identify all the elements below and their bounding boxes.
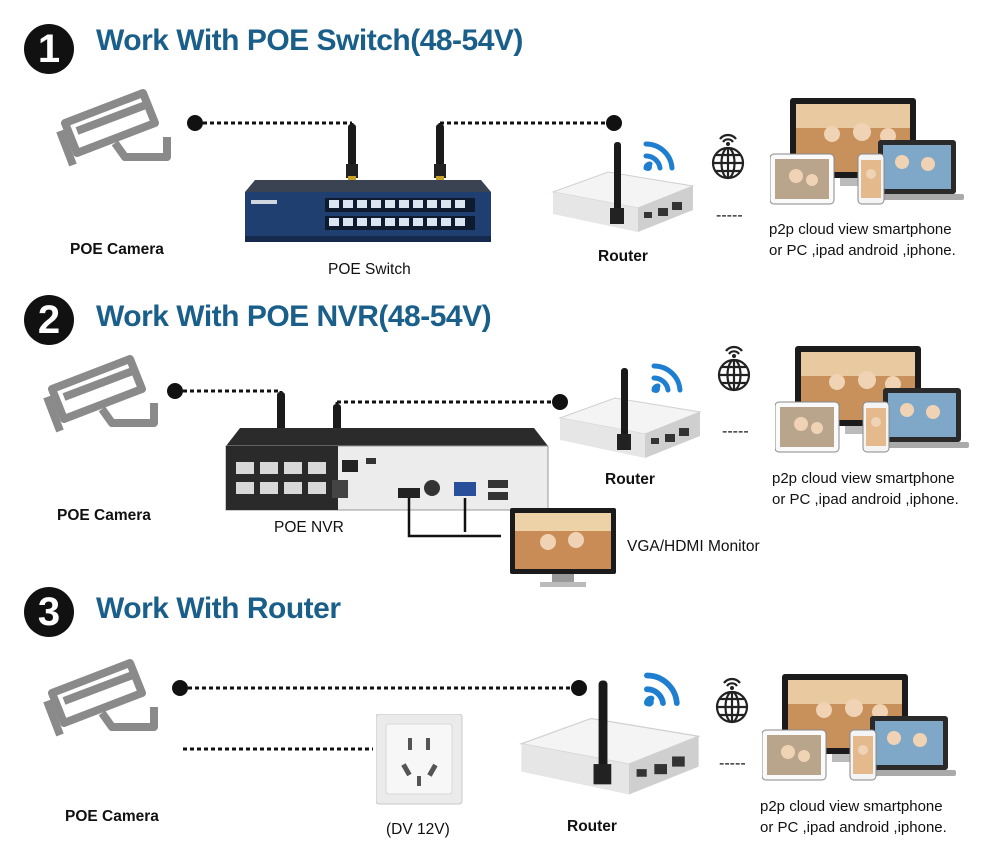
step-number-badge: 3	[24, 587, 74, 637]
caption-line-1: p2p cloud view smartphone	[769, 221, 952, 238]
poe-nvr-label: POE NVR	[274, 519, 344, 536]
poe-nvr-device	[225, 428, 549, 511]
caption-line-1: p2p cloud view smartphone	[760, 798, 943, 815]
camera-icon	[42, 650, 172, 750]
monitor-icon	[510, 508, 616, 587]
router-label: Router	[567, 818, 617, 835]
connection-dashes: -----	[716, 207, 743, 224]
connection-dashes: -----	[719, 755, 746, 772]
section-title: Work With POE Switch(48-54V)	[96, 24, 523, 57]
poe-switch-device	[245, 180, 491, 242]
router-label: Router	[605, 471, 655, 488]
caption-line-2: or PC ,ipad android ,iphone.	[760, 819, 947, 836]
globe-icon	[712, 676, 752, 726]
monitor-label: VGA/HDMI Monitor	[627, 538, 760, 555]
power-label: (DV 12V)	[386, 821, 450, 838]
globe-icon	[714, 344, 754, 394]
step-number-badge: 2	[24, 295, 74, 345]
section-title: Work With Router	[96, 592, 341, 625]
section-router: 3 Work With Router POE Camera (DV 12V) R…	[0, 0, 1000, 838]
section-title: Work With POE NVR(48-54V)	[96, 300, 492, 333]
section-poe-nvr: 2 Work With POE NVR(48-54V) POE Camera P…	[0, 0, 1000, 587]
monitor-cable-line	[407, 498, 501, 538]
caption-line-2: or PC ,ipad android ,iphone.	[769, 242, 956, 259]
devices-icon	[762, 672, 962, 792]
power-socket-icon	[376, 714, 463, 805]
wifi-icon	[640, 664, 686, 710]
devices-icon	[775, 344, 975, 464]
section-poe-switch: 1 Work With POE Switch(48-54V) POE Camer…	[0, 0, 1000, 280]
power-cable-line	[183, 747, 373, 751]
camera-label: POE Camera	[57, 507, 151, 524]
step-number-badge: 1	[24, 24, 74, 74]
connection-dashes: -----	[722, 423, 749, 440]
caption-line-2: or PC ,ipad android ,iphone.	[772, 491, 959, 508]
router-label: Router	[598, 248, 648, 265]
caption-line-1: p2p cloud view smartphone	[772, 470, 955, 487]
camera-icon	[42, 346, 172, 446]
camera-label: POE Camera	[65, 808, 159, 825]
poe-switch-label: POE Switch	[328, 261, 411, 278]
camera-label: POE Camera	[70, 241, 164, 258]
network-cable-line	[172, 680, 587, 696]
wifi-icon	[648, 356, 688, 396]
